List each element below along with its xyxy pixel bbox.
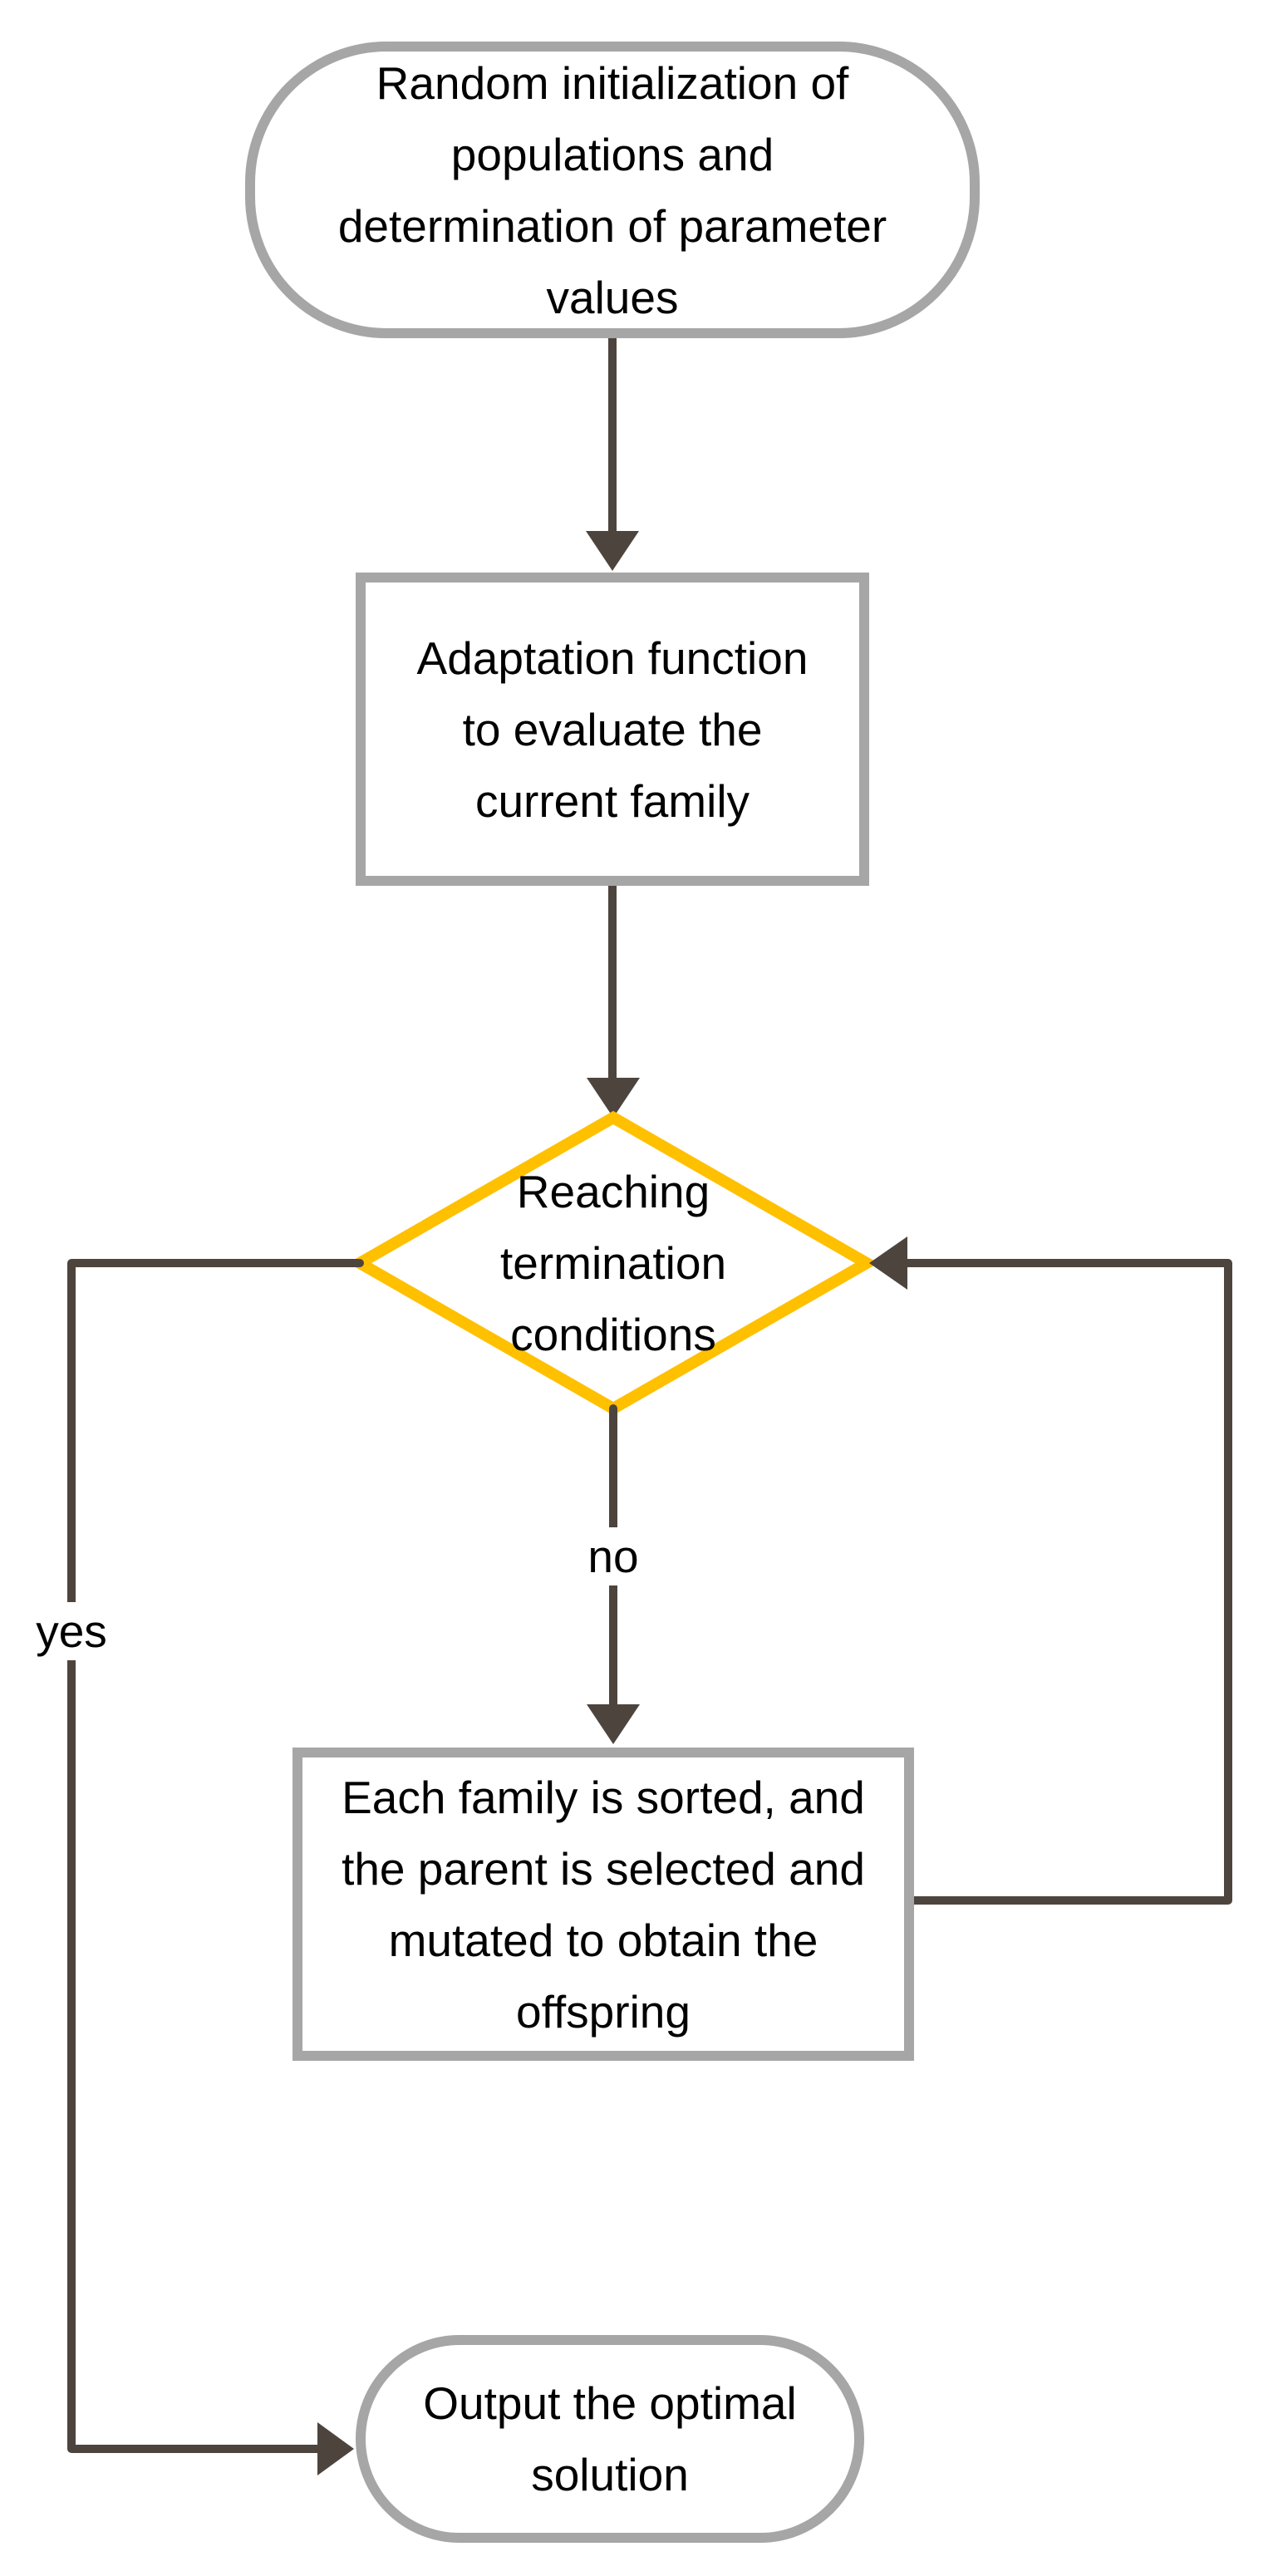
arrow-down-icon [587,1078,640,1118]
node-text-line: Random initialization of [376,57,849,109]
arrow-left-icon [869,1236,907,1290]
node-decision-label: Reaching termination conditions [360,1118,867,1408]
node-text-line: current family [474,774,750,827]
node-text-line: Reaching [516,1166,710,1217]
node-text-line: conditions [510,1309,716,1360]
node-text-line: mutated to obtain the [388,1914,818,1966]
node-text-line: Adaptation function [416,632,809,684]
node-text-line: offspring [516,1985,691,2038]
node-text-line: determination of parameter [337,199,887,252]
arrow-right-icon [317,2422,354,2475]
node-text-line: termination [499,1237,727,1289]
node-output-terminator: Output the optimal solution [356,2335,864,2543]
node-offspring-process: Each family is sorted, and the parent is… [292,1748,914,2061]
connector-yes-branch [67,1259,364,2453]
node-text-line: Output the optimal [423,2377,797,2429]
node-evaluate-process: Adaptation function to evaluate the curr… [356,573,869,886]
node-start-terminator: Random initialization of populations and… [245,42,980,338]
arrow-down-icon [586,531,639,571]
edge-label-yes: yes [24,1602,119,1660]
node-text-line: to evaluate the [462,703,763,755]
node-text-line: the parent is selected and [342,1842,865,1895]
arrow-down-icon [587,1704,640,1744]
node-text-line: values [546,271,679,323]
node-text-line: Each family is sorted, and [342,1771,865,1823]
node-text-line: solution [531,2449,689,2500]
connector-loop-back [903,1259,1232,1905]
node-text-line: populations and [450,128,774,180]
edge-label-no: no [576,1527,651,1585]
